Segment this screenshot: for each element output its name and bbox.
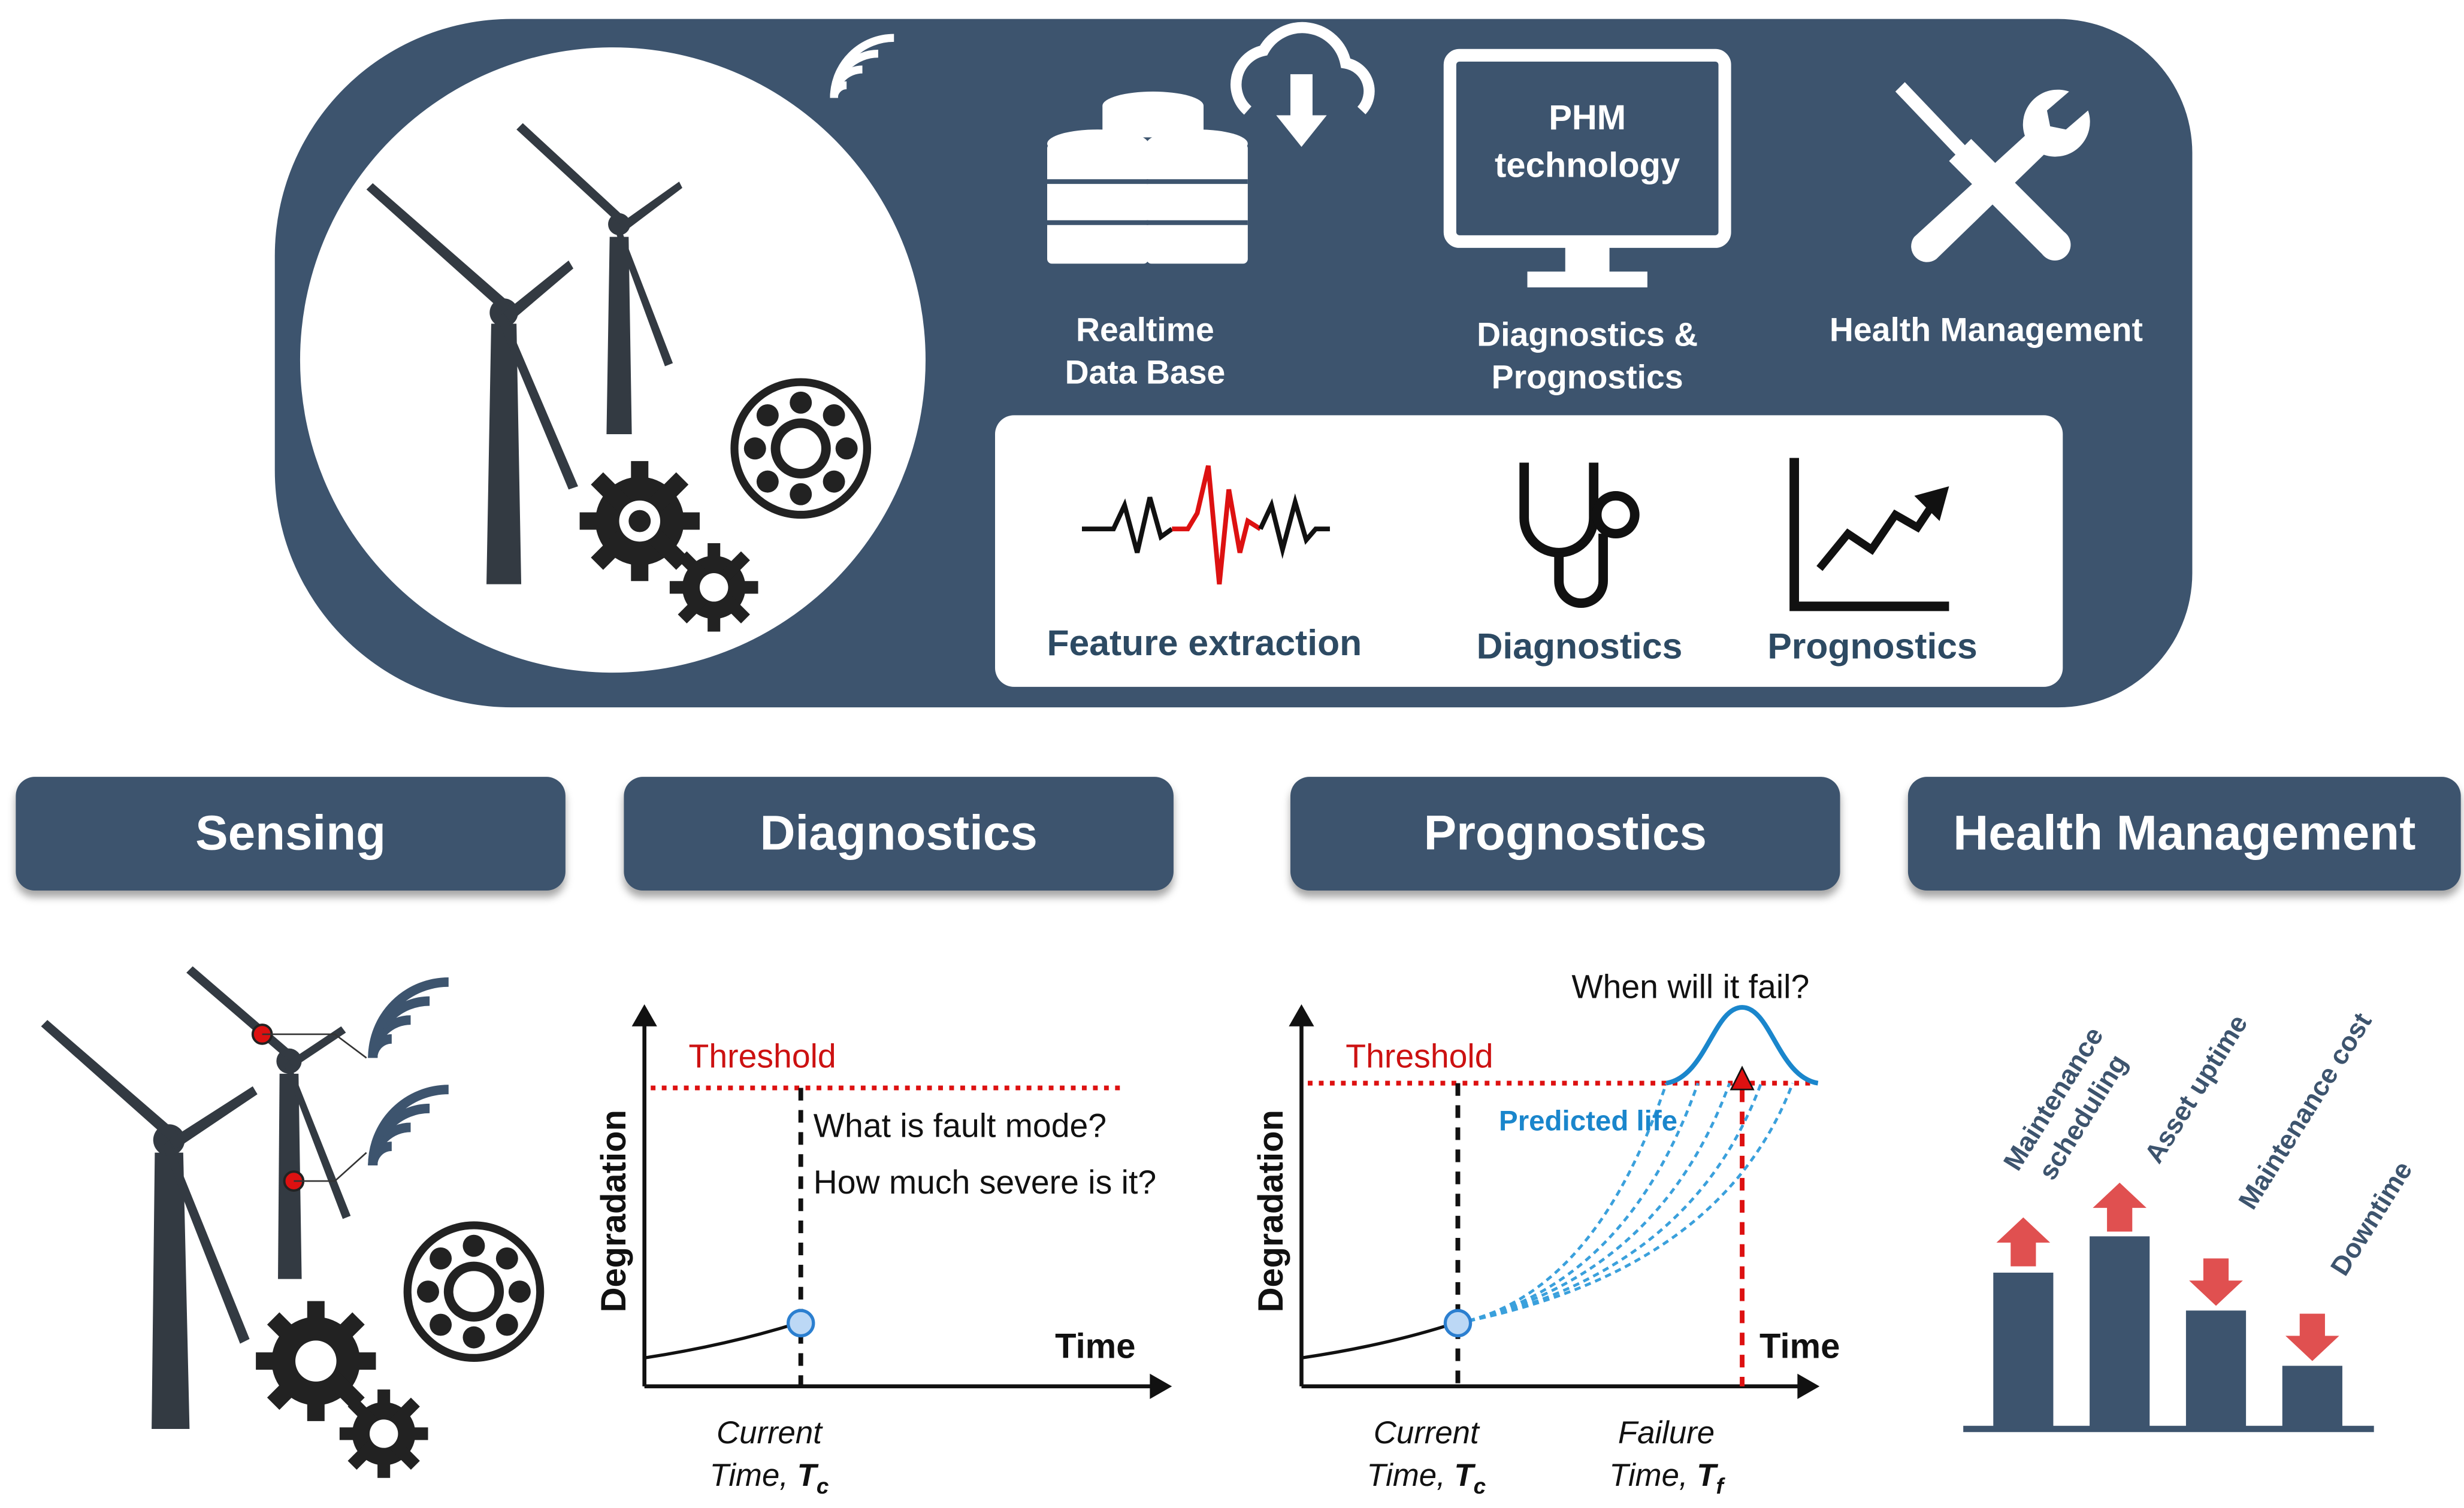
time-subscript: c: [1473, 1473, 1486, 1499]
monitor-screen-line: technology: [1494, 145, 1680, 185]
failure-time-label: Failure Time, Tf: [1580, 1413, 1753, 1508]
up-arrow-icon: [2093, 1182, 2147, 1232]
bearing-icon: [730, 378, 872, 519]
current-state-point: [786, 1309, 815, 1338]
trend-chart-icon: [1789, 458, 1949, 611]
current-time-line-1: Current: [1373, 1416, 1479, 1451]
wind-turbine-icon: [516, 123, 682, 435]
time-subscript: c: [816, 1473, 829, 1499]
cloud-download-icon: [1231, 22, 1375, 147]
current-time-label: Current Time, Tc: [1340, 1413, 1513, 1508]
bar-downtime: [2282, 1365, 2342, 1430]
y-axis: [1289, 1004, 1314, 1386]
monitor-label-line: Diagnostics &: [1477, 317, 1698, 354]
wifi-signal-icon: [368, 977, 449, 1058]
stage-sensing: Sensing: [16, 777, 566, 891]
threshold-label: Threshold: [688, 1038, 836, 1076]
monitor-screen-line: PHM: [1549, 98, 1626, 138]
current-time-line-2: Time,: [1366, 1459, 1446, 1494]
time-subscript: f: [1716, 1473, 1724, 1499]
monitor-icon: [1443, 49, 1731, 287]
threshold-label: Threshold: [1346, 1038, 1493, 1076]
waveform-icon: [1082, 465, 1330, 585]
stage-diagnostics: Diagnostics: [624, 777, 1174, 891]
time-symbol: T: [1454, 1459, 1474, 1494]
screwdriver-icon: [1895, 82, 2071, 261]
down-arrow-icon: [2189, 1258, 2243, 1306]
database-label: Realtime Data Base: [1011, 310, 1279, 395]
current-time-line-2: Time,: [709, 1459, 788, 1494]
current-time-label: Current Time, Tc: [682, 1413, 856, 1508]
x-axis: [1301, 1373, 1820, 1399]
bar-asset-uptime: [2090, 1236, 2150, 1430]
monitor-label-line: Prognostics: [1491, 360, 1683, 396]
gear-icon: [256, 1301, 376, 1421]
wifi-signal-icon: [830, 34, 894, 99]
tools-label: Health Management: [1829, 313, 2143, 349]
current-time-line-1: Current: [716, 1416, 822, 1451]
time-symbol: T: [797, 1459, 817, 1494]
gear-icon: [579, 461, 700, 582]
predicted-paths: [1457, 1082, 1794, 1325]
gear-icon: [669, 543, 758, 632]
analysis-panel: [994, 415, 2063, 687]
database-label-line: Realtime: [1076, 313, 1214, 349]
stethoscope-icon: [1519, 462, 1640, 608]
down-arrow-icon: [2285, 1313, 2339, 1361]
bar-maintenance-cost: [2185, 1310, 2247, 1430]
fault-mode-question: What is fault mode?: [813, 1108, 1107, 1145]
bearing-icon: [403, 1221, 545, 1362]
circle-illustration: [366, 34, 894, 632]
time-symbol: T: [1697, 1459, 1716, 1494]
x-axis-label: Time: [1759, 1326, 1840, 1366]
degradation-curve: [1301, 1321, 1456, 1359]
severity-question: How much severe is it?: [813, 1165, 1157, 1202]
wifi-signal-icon: [368, 1085, 449, 1166]
monitor-label: Diagnostics & Prognostics: [1445, 314, 1730, 399]
prognostics-label: Prognostics: [1767, 625, 1978, 667]
monitor-screen-text: PHM technology: [1461, 95, 1714, 189]
feature-extraction-label: Feature extraction: [1047, 622, 1362, 664]
gear-icon: [339, 1389, 428, 1478]
database-icon: [1047, 22, 1375, 264]
x-axis: [644, 1373, 1172, 1399]
predicted-life-label: Predicted life: [1499, 1105, 1678, 1137]
up-arrow-icon: [1996, 1217, 2051, 1267]
y-axis: [631, 1004, 657, 1386]
current-state-point: [1443, 1309, 1473, 1338]
failure-time-line-1: Failure: [1618, 1416, 1715, 1451]
diagnostics-label: Diagnostics: [1476, 625, 1683, 667]
stage-health-management: Health Management: [1907, 777, 2461, 891]
bar-maintenance-scheduling: [1993, 1273, 2054, 1430]
failure-distribution: [1665, 1005, 1819, 1086]
failure-time-line-2: Time,: [1609, 1459, 1688, 1494]
failure-marker: [1730, 1065, 1755, 1091]
stage-prognostics: Prognostics: [1290, 777, 1840, 891]
database-label-line: Data Base: [1065, 355, 1226, 392]
degradation-curve: [644, 1321, 799, 1359]
wind-turbine-icon: [366, 183, 578, 585]
failure-question: When will it fail?: [1571, 969, 1810, 1006]
sensing-illustration: [41, 966, 545, 1478]
wind-turbine-icon: [41, 1020, 258, 1430]
tools-icon: [1895, 82, 2090, 262]
x-axis-label: Time: [1055, 1326, 1136, 1366]
